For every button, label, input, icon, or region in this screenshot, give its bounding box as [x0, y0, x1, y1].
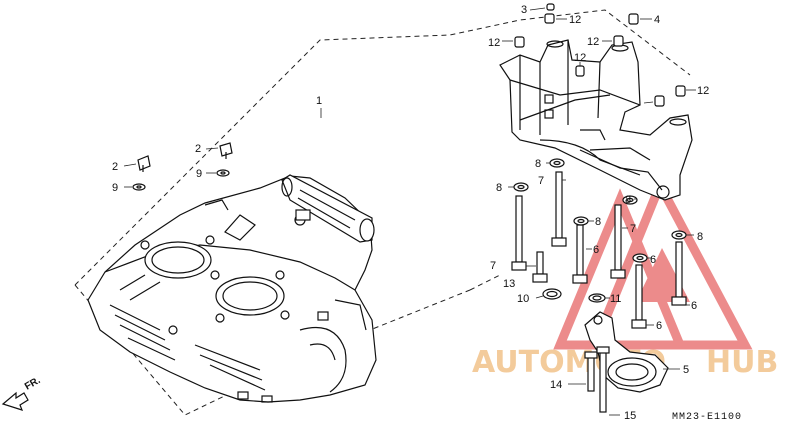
callout-3: 3: [521, 4, 527, 16]
callout-14: 14: [550, 379, 562, 391]
callout-13: 13: [503, 278, 515, 290]
watermark-brand-right: HUB: [706, 345, 778, 380]
callout-12-left: 12: [488, 37, 500, 49]
callout-8-b: 8: [496, 182, 502, 194]
sealing-washers: [508, 158, 694, 263]
callout-7-a: 7: [538, 175, 544, 187]
front-direction-arrow: FR.: [1, 375, 43, 411]
front-marker-label: FR.: [23, 375, 43, 393]
callout-7-b: 7: [630, 223, 636, 235]
cam-holder-bracket: [499, 39, 693, 201]
callout-12-top: 12: [569, 14, 581, 26]
callout-2-right: 2: [195, 143, 201, 155]
callout-5: 5: [683, 364, 689, 376]
callout-15: 15: [624, 410, 636, 422]
long-bolts: [511, 171, 690, 329]
callout-1: 1: [316, 95, 322, 107]
callout-8-a: 8: [535, 158, 541, 170]
callout-9-left: 9: [112, 182, 118, 194]
callout-12-center: 12: [587, 36, 599, 48]
callout-8-f: 6: [650, 254, 656, 266]
callout-8-c: 8: [625, 194, 631, 206]
callout-8-e: 8: [697, 231, 703, 243]
oil-strainer: [568, 311, 680, 416]
bolt-and-washer-left-pair: [123, 142, 233, 191]
callout-12-small: 12: [574, 52, 586, 64]
callout-7-c: 7: [490, 260, 496, 272]
crankcase-assembly: [87, 174, 377, 403]
callout-6-b: 6: [691, 300, 697, 312]
callout-12-right: 12: [697, 85, 709, 97]
callout-labels: 1 2 2 9 9 3 12 4 12 12 12 12 8 7 8 8 8 7…: [112, 4, 709, 422]
callout-2-left: 2: [112, 161, 118, 173]
callout-6-c: 6: [656, 320, 662, 332]
dowel-pins: [502, 3, 696, 107]
callout-11: 11: [610, 293, 621, 305]
callout-9-right: 9: [196, 168, 202, 180]
callout-4: 4: [654, 14, 660, 26]
callout-8-d: 8: [595, 216, 601, 228]
diagram-reference-code: MM23-E1100: [672, 412, 742, 423]
callout-6-a: 6: [593, 244, 599, 256]
dowel-and-oring: [535, 288, 610, 303]
callout-10: 10: [517, 293, 529, 305]
